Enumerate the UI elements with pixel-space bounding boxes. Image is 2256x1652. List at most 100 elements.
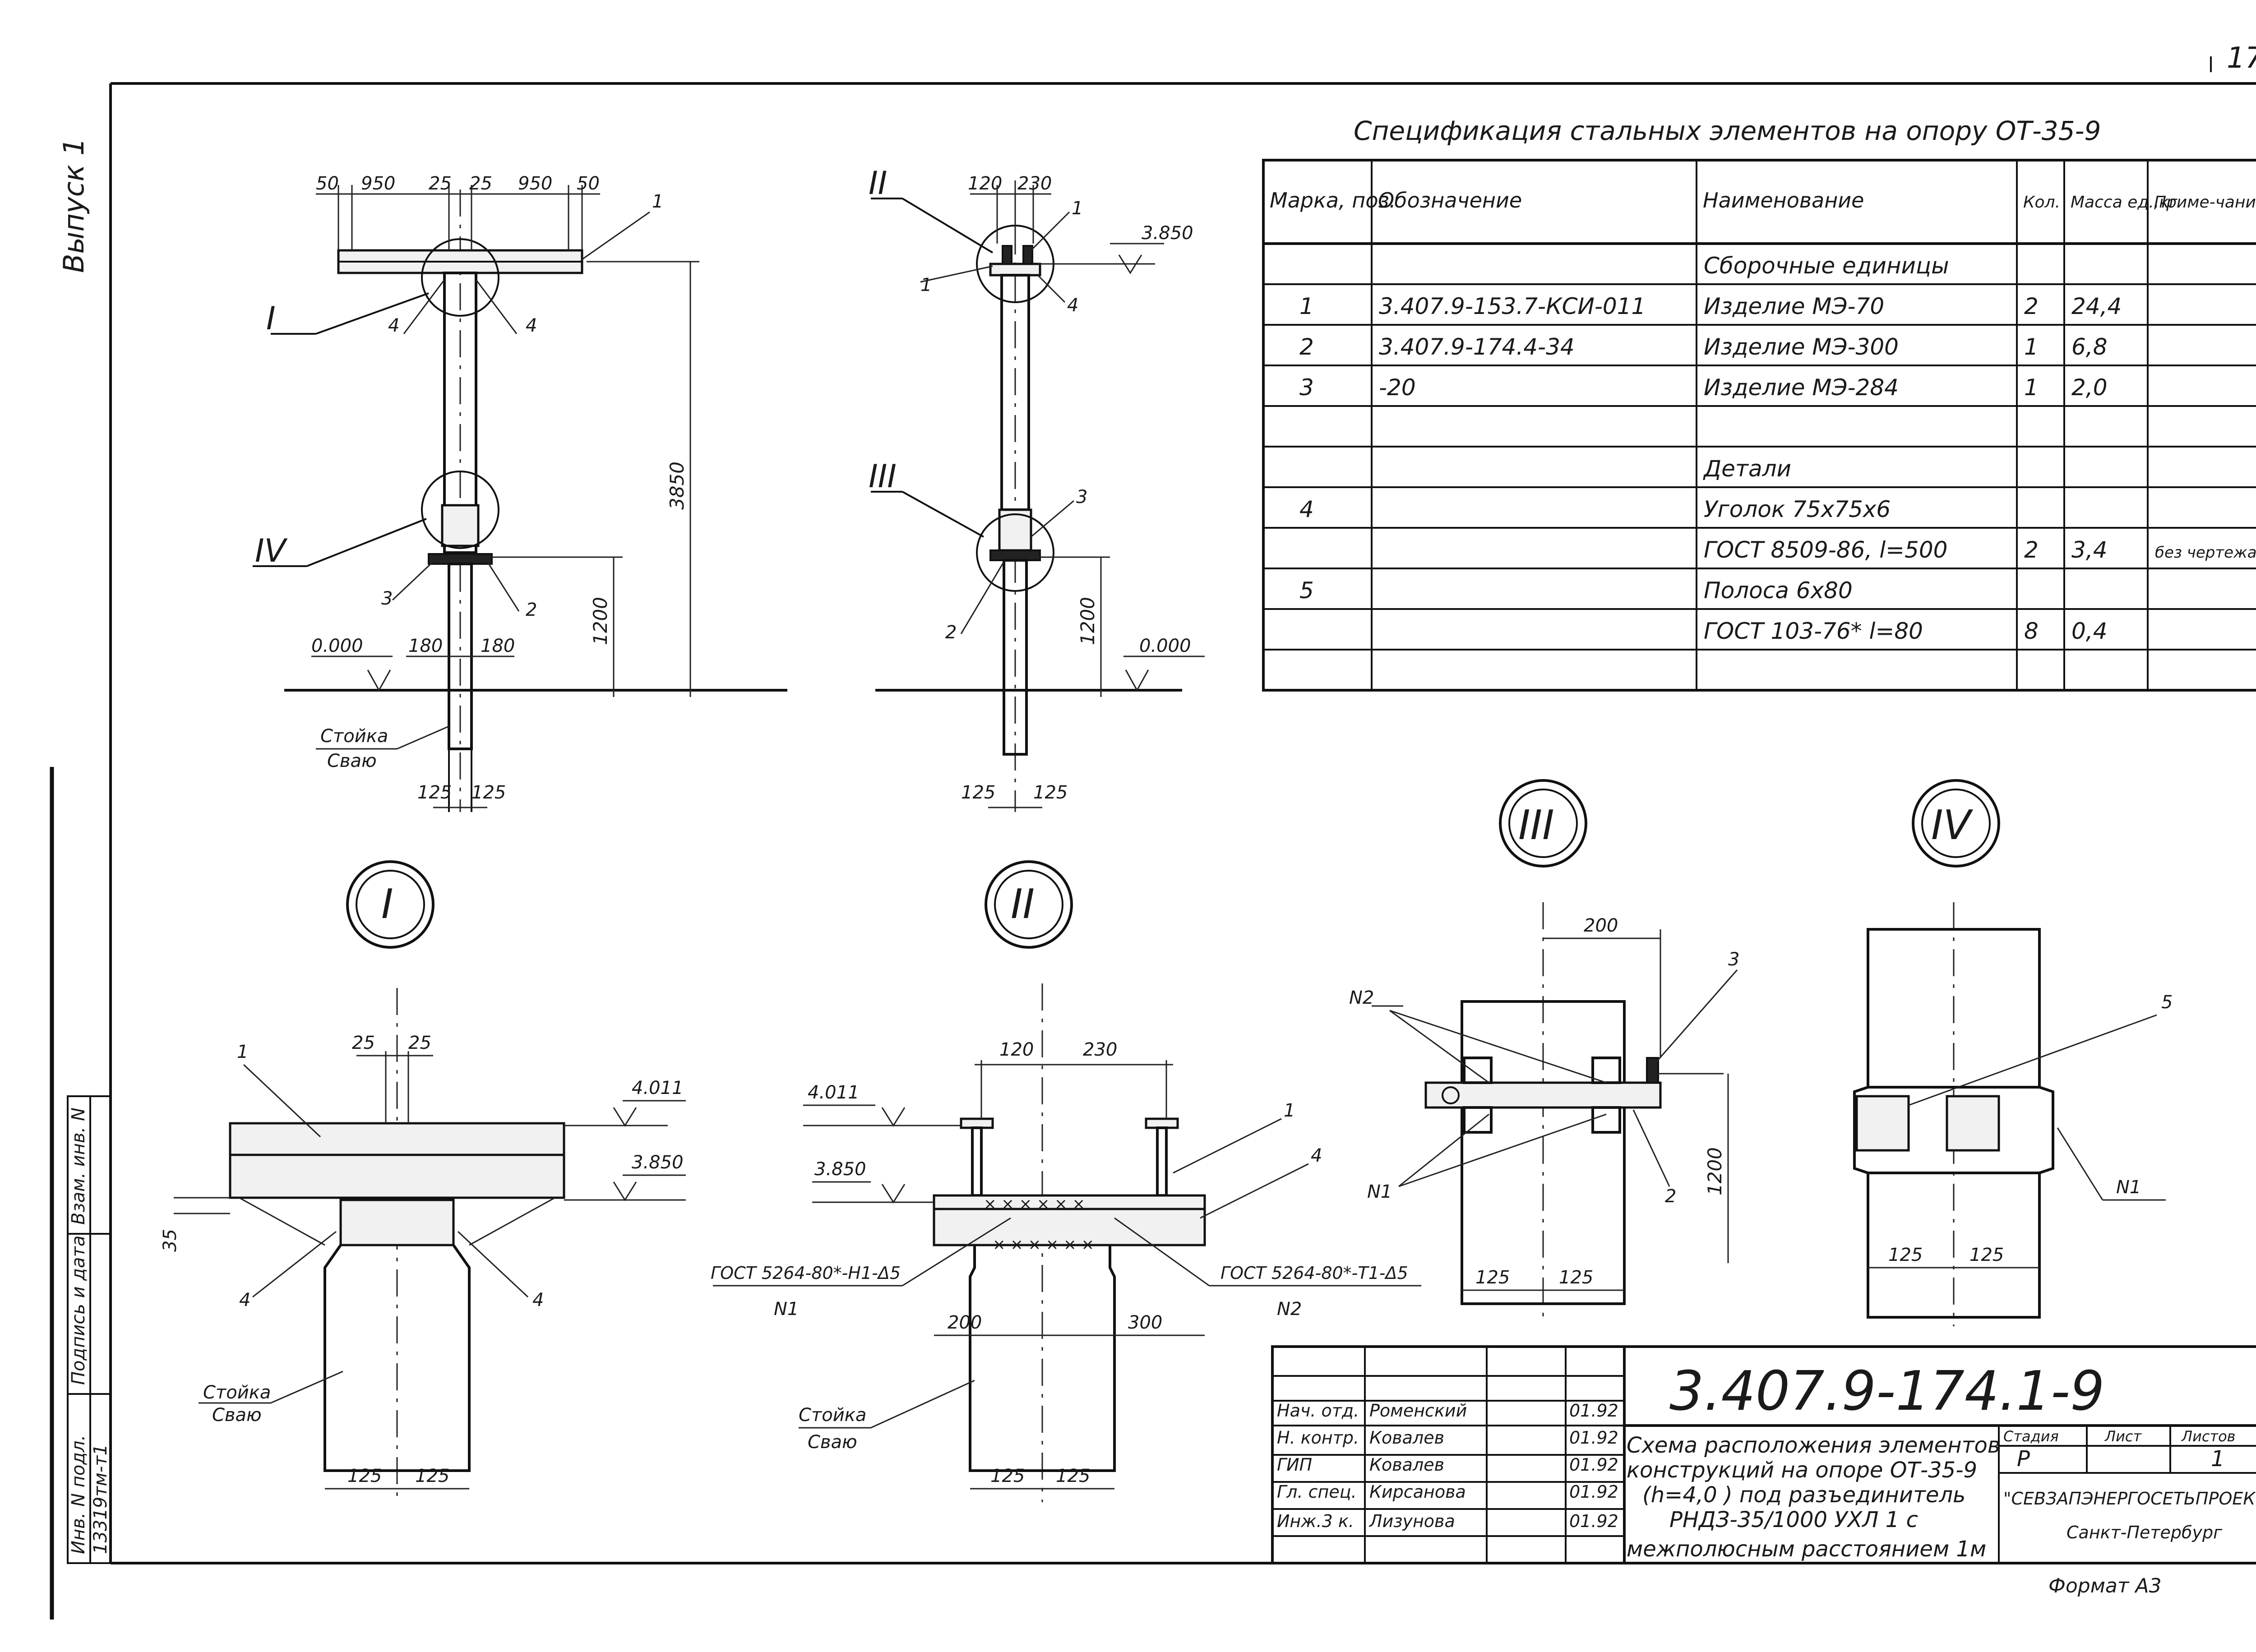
node-IV-mark-circle xyxy=(1912,779,2000,868)
front-halfwidth-left: 180 xyxy=(408,636,443,656)
node-I-mark-circle xyxy=(346,860,435,949)
node-II-pile-label: Сваю xyxy=(808,1432,857,1453)
title-block: 3.407.9-174.1-9 Схема расположения элеме… xyxy=(1271,1345,2256,1597)
node-I-level-top: 4.011 xyxy=(632,1078,684,1098)
spec-cell-r2-c2: Изделие МЭ-300 xyxy=(1704,334,1899,360)
node-III: III 200 1200 3 2 N2 N1 125 125 xyxy=(1349,779,1739,1317)
side-bottom-dim-right: 125 xyxy=(1033,782,1068,803)
spec-cell-r7-c3: 2 xyxy=(2024,537,2039,563)
side-level-top: 3.850 xyxy=(1142,223,1193,244)
node-II-weld-right: ГОСТ 5264-80*-Т1-Δ5 xyxy=(1220,1263,1408,1283)
title-format: Формат А3 xyxy=(2048,1574,2162,1597)
series-label: Выпуск 1 xyxy=(57,138,90,273)
node-I-pos-4-right: 4 xyxy=(532,1290,544,1311)
side-base-1200: 1200 xyxy=(1077,597,1099,645)
node-I: I 25 25 4.011 3.850 35 1 4 4 Стойка Сваю xyxy=(160,860,686,1502)
front-callout-IV: IV xyxy=(255,532,288,569)
side-bottom-dim-left: 125 xyxy=(961,782,995,803)
front-dim-950-left: 950 xyxy=(361,173,395,194)
spec-cell-r6-c2: Уголок 75х75х6 xyxy=(1704,496,1891,522)
node-IV-bottom-dim-left: 125 xyxy=(1888,1245,1923,1265)
front-dim-25-right: 25 xyxy=(469,173,492,194)
title-person-date-3: 01.92 xyxy=(1569,1482,1618,1502)
title-person-role-1: Н. контр. xyxy=(1277,1428,1359,1448)
spec-header-0: Марка, поз. xyxy=(1270,188,1396,212)
front-level-zero: 0.000 xyxy=(311,636,363,656)
column-joint xyxy=(441,504,480,547)
front-pile-label: Сваю xyxy=(327,751,377,771)
node-I-dim-25-right: 25 xyxy=(408,1033,431,1053)
front-dim-50-right: 50 xyxy=(577,173,600,194)
node-II: II × × × × × × × × × × × × 120 230 4.011… xyxy=(711,860,1421,1502)
page-number: 17 xyxy=(2227,42,2256,75)
node-I-pile-label: Сваю xyxy=(212,1405,262,1426)
node-I-pos-4-left: 4 xyxy=(239,1290,250,1311)
spec-cell-r1-c2: Изделие МЭ-70 xyxy=(1704,293,1884,319)
node-II-weld-mark-right: N2 xyxy=(1277,1299,1302,1320)
title-stage-header: Стадия xyxy=(2003,1428,2059,1445)
title-person-role-4: Инж.3 к. xyxy=(1277,1511,1354,1531)
spec-cell-r9-c3: 8 xyxy=(2024,618,2039,644)
spec-cell-r7-c4: 3,4 xyxy=(2071,537,2108,563)
spec-title: Спецификация стальных элементов на опору… xyxy=(1354,115,2101,146)
node-II-weld-x: × × × × × × xyxy=(984,1195,1085,1213)
front-height-3850: 3850 xyxy=(666,461,688,510)
title-desc-line-4: РНДЗ-35/1000 УХЛ 1 с xyxy=(1669,1507,1918,1532)
front-post-label: Стойка xyxy=(320,726,388,747)
spec-cell-r1-c3: 2 xyxy=(2024,293,2039,319)
node-II-dim-230: 230 xyxy=(1083,1039,1117,1060)
node-II-weld-x2: × × × × × × xyxy=(993,1236,1094,1254)
stamp-label-signature: Подпись и дата xyxy=(68,1236,89,1385)
title-desc-line-5: межполюсным расстоянием 1м xyxy=(1627,1537,1986,1562)
node-IV-bottom-dim-right: 125 xyxy=(1969,1245,2004,1265)
spec-table: Спецификация стальных элементов на опору… xyxy=(1354,115,2101,146)
front-dim-50-left: 50 xyxy=(316,173,339,194)
node-II-pos-4: 4 xyxy=(1311,1145,1322,1166)
spec-cell-r9-c4: 0,4 xyxy=(2071,618,2108,644)
node-II-level-top: 4.011 xyxy=(808,1082,860,1103)
title-stage-value: Р xyxy=(2017,1446,2030,1472)
node-III-weld-mark-N1: N1 xyxy=(1367,1181,1392,1202)
front-bottom-dim-left: 125 xyxy=(417,782,452,803)
side-pile xyxy=(1003,559,1028,756)
title-person-date-0: 01.92 xyxy=(1569,1401,1618,1421)
node-III-bottom-dim-right: 125 xyxy=(1559,1267,1593,1288)
node-III-bar xyxy=(1424,1081,1662,1109)
node-II-bottom-dim-right: 125 xyxy=(1056,1466,1090,1486)
node-III-dim-200: 200 xyxy=(1584,915,1618,936)
spec-cell-r2-c3: 1 xyxy=(2024,334,2039,360)
title-desc-line-2: конструкций на опоре ОТ-35-9 xyxy=(1627,1458,1977,1483)
node-IV-mark: IV xyxy=(1931,802,1974,849)
spec-cell-r7-c2: ГОСТ 8509-86, l=500 xyxy=(1704,537,1947,563)
front-pos-1: 1 xyxy=(652,191,663,212)
spec-cell-r2-c4: 6,8 xyxy=(2071,334,2108,360)
node-II-dim-200: 200 xyxy=(948,1312,982,1333)
title-person-name-1: Ковалев xyxy=(1369,1428,1444,1448)
spec-cell-r6-c0: 4 xyxy=(1299,496,1314,522)
spec-cell-r2-c1: 3.407.9-174.4-34 xyxy=(1379,334,1575,360)
spec-header-2: Наименование xyxy=(1703,188,1864,212)
side-callout-III: III xyxy=(869,458,897,495)
spec-cell-r5-c2: Детали xyxy=(1703,456,1791,482)
front-pos-2: 2 xyxy=(526,600,537,620)
node-I-post-label: Стойка xyxy=(203,1382,271,1403)
front-base-1200: 1200 xyxy=(589,597,611,645)
front-pos-3: 3 xyxy=(381,588,393,609)
side-top-plate xyxy=(989,263,1041,277)
node-IV: IV 5 N1 125 125 xyxy=(1853,779,2173,1326)
node-I-bottom-dim-left: 125 xyxy=(347,1466,382,1486)
side-pos-1-left: 1 xyxy=(920,275,932,295)
node-II-weld-mark-left: N1 xyxy=(774,1299,799,1320)
title-person-date-2: 01.92 xyxy=(1569,1455,1618,1475)
front-halfwidth-right: 180 xyxy=(481,636,515,656)
spec-cell-r7-c5: без чертежа xyxy=(2155,544,2256,562)
stamp-inventory-value: 13319тм-т1 xyxy=(90,1444,111,1554)
title-person-role-2: ГИП xyxy=(1277,1455,1312,1475)
margin-stamp: Взам. инв. N Подпись и дата Инв. N подл.… xyxy=(67,1095,111,1564)
title-code: 3.407.9-174.1-9 xyxy=(1669,1360,2105,1423)
node-II-dim-120: 120 xyxy=(999,1039,1034,1060)
side-level-zero: 0.000 xyxy=(1139,636,1191,656)
